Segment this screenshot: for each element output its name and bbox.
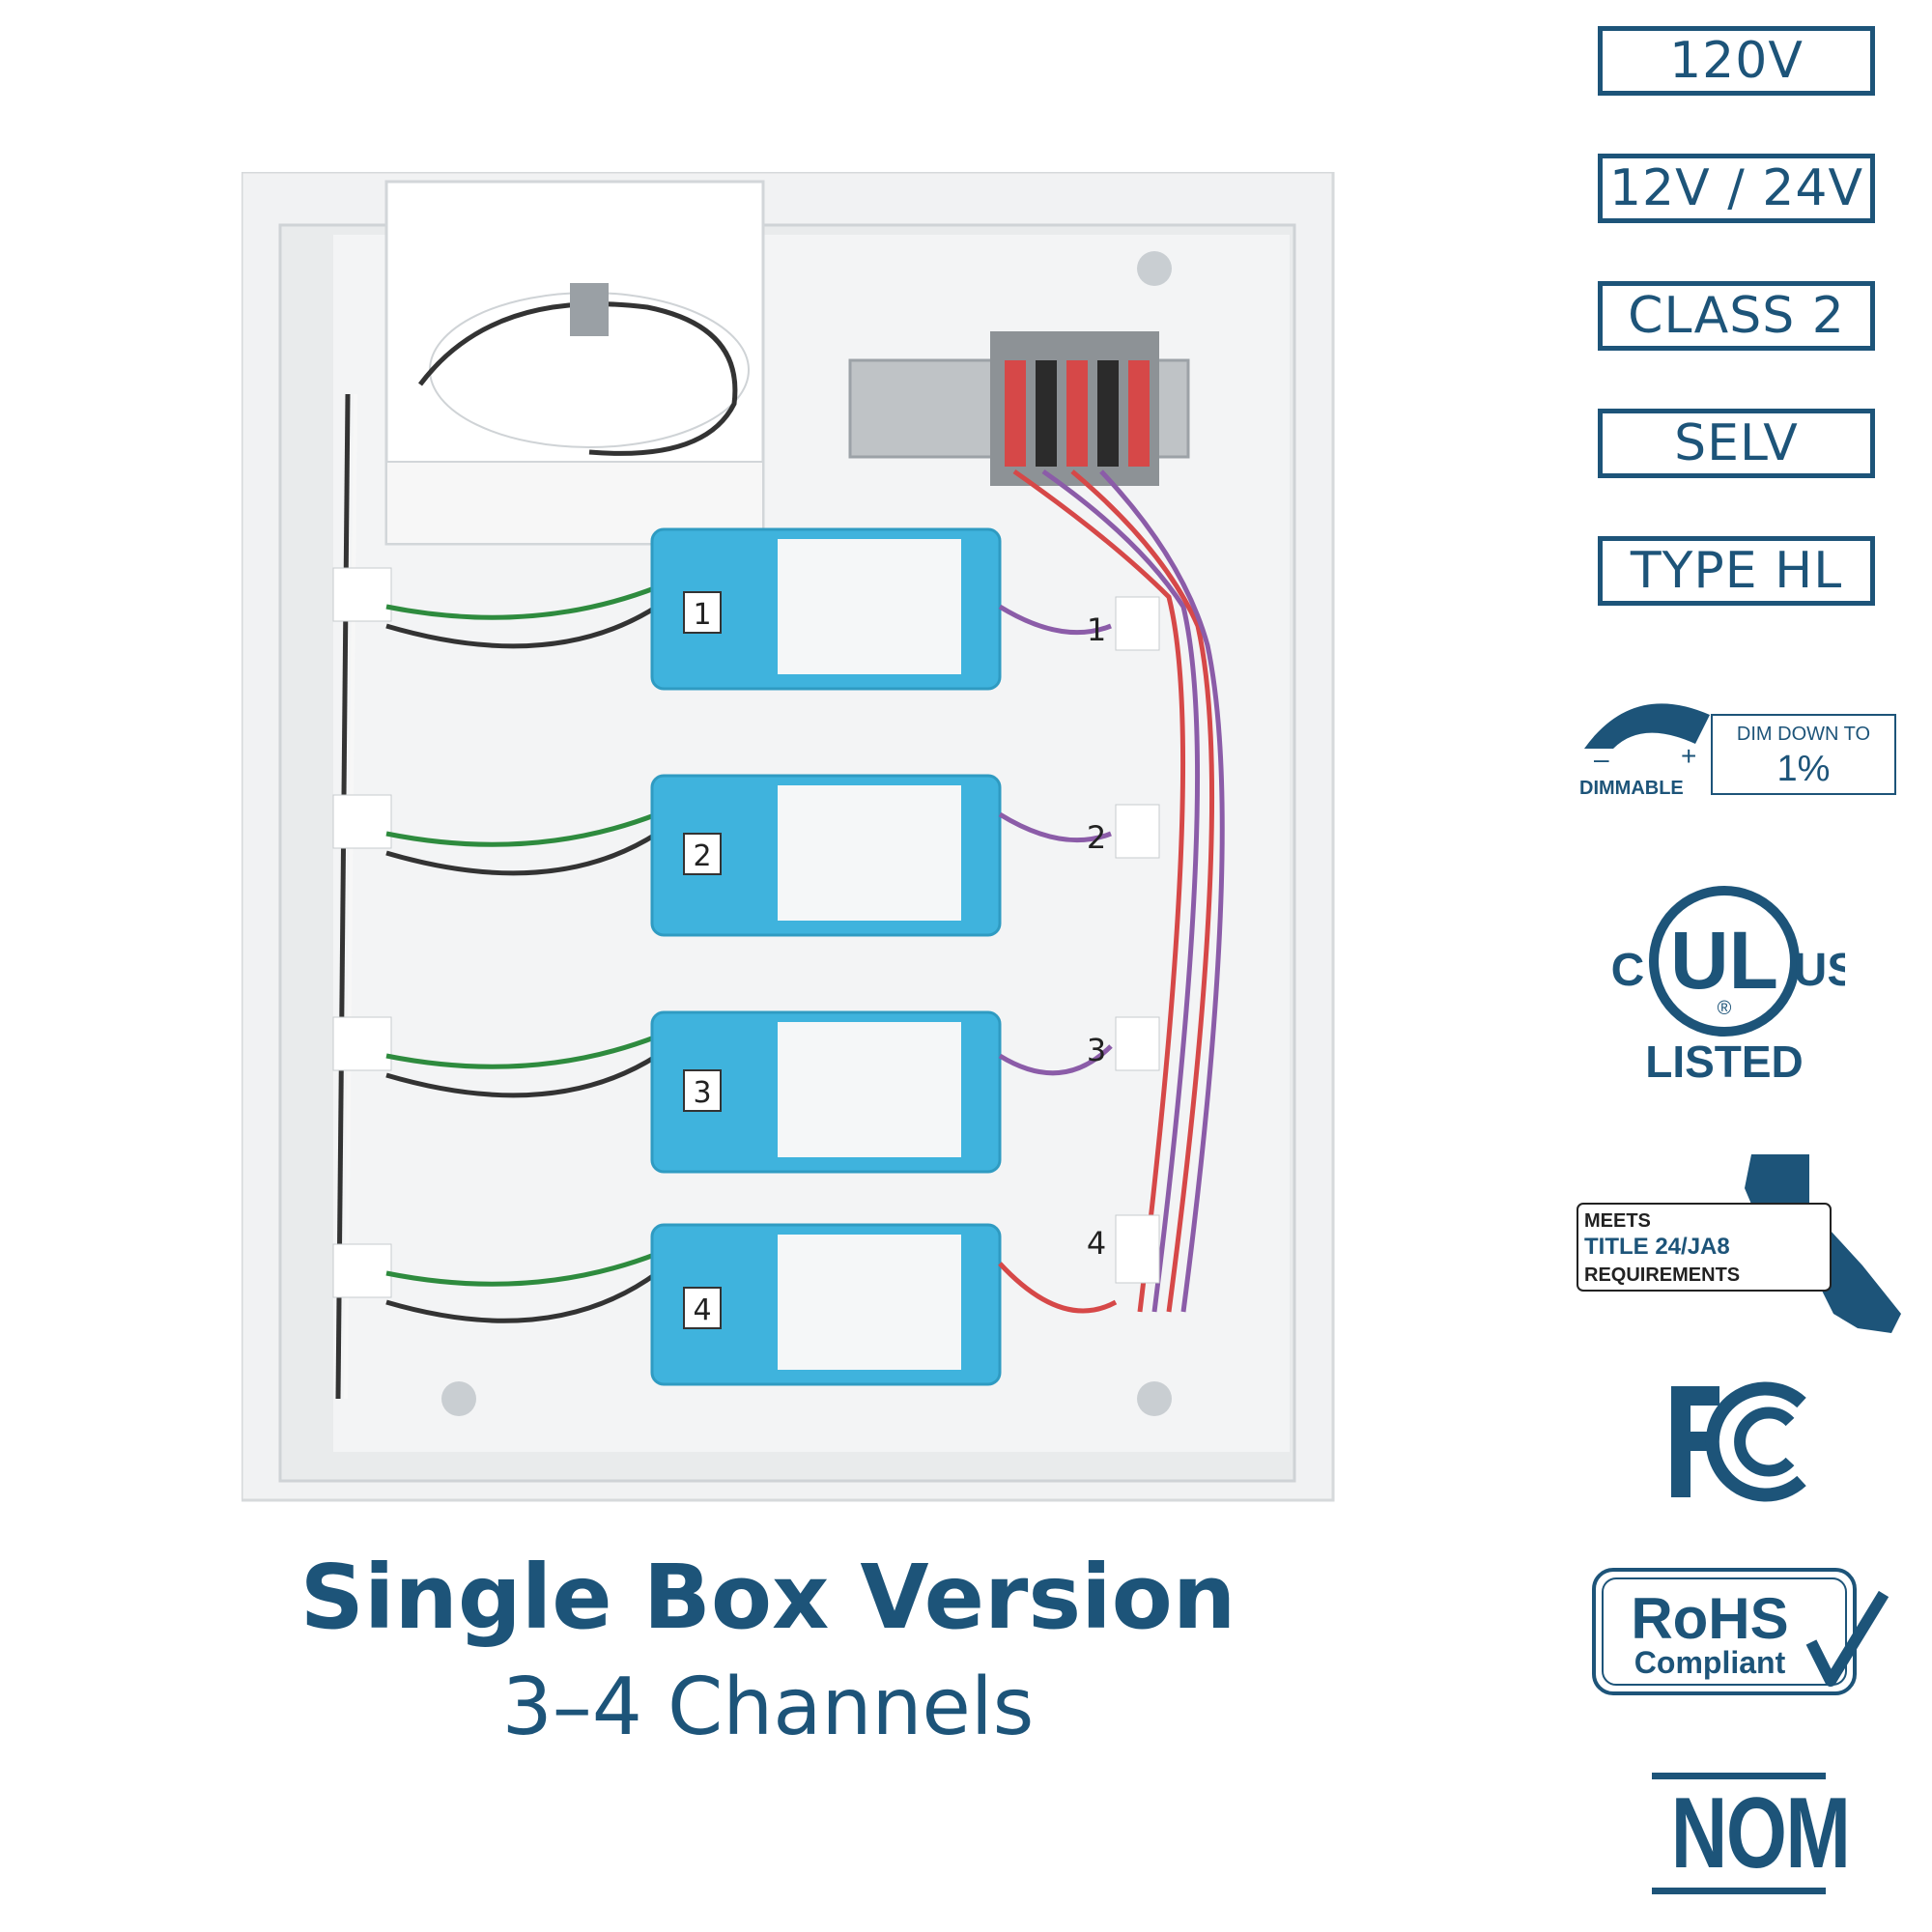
caption-subtitle: 3–4 Channels [501,1662,1035,1753]
input-terminal [332,1243,392,1298]
black-wire [418,301,738,456]
input-terminal [332,1016,392,1071]
rohs-box-inner [1602,1577,1847,1686]
output-wire [1012,469,1186,1313]
title24-line1: MEETS [1584,1210,1651,1232]
title24-line2: TITLE 24/JA8 [1584,1234,1730,1260]
mounting-hole [1137,1381,1172,1416]
ground-screw [570,283,609,336]
dimmable-plus: + [1681,741,1696,771]
ul-letters: UL [1670,915,1778,1006]
output-terminal [1115,596,1160,651]
output-lead [998,1044,1113,1076]
driver-number-box [683,591,722,634]
mounting-hole [1137,251,1172,286]
ul-listed-text: LISTED [1645,1037,1804,1087]
output-terminal [1115,804,1160,859]
driver-label-sticker [778,539,961,674]
driver-row-2: 2 2 [332,774,1160,937]
dimmable-label: DIMMABLE [1579,778,1684,799]
driver-row-4: 4 4 [332,1214,1160,1386]
output-terminal [1115,1214,1160,1284]
input-terminal [332,567,392,622]
ul-c: C [1611,945,1645,996]
spec-badge-selv: SELV [1598,409,1875,478]
nom-logo: NOM [1652,1773,1851,1894]
output-terminal [1115,1016,1160,1071]
checkmark-icon [1805,1590,1889,1687]
spec-badge-type-hl: TYPE HL [1598,536,1875,606]
driver-number: 2 [693,839,711,873]
spec-badge-120v: 120V [1598,26,1875,96]
line-wire [344,393,357,1400]
input-wire-green [385,811,658,847]
ul-us: US [1794,945,1845,996]
input-wire-black [385,1270,659,1323]
driver-number-box [683,1069,722,1112]
rohs-title: RoHS [1631,1586,1788,1651]
nom-top-bar [1652,1773,1826,1779]
output-wire [1099,469,1225,1313]
spec-badge-class-2: CLASS 2 [1598,281,1875,351]
title24-line3: REQUIREMENTS [1584,1264,1740,1286]
title24-badge: MEETS TITLE 24/JA8 REQUIREMENTS [1577,1154,1901,1333]
fcc-c-inner [1734,1406,1795,1477]
enclosure-photo: 1 1 2 2 3 3 4 4 [242,172,1335,1502]
dim-down-text: DIM DOWN TO [1737,724,1870,745]
input-wire-green [385,1034,658,1069]
nom-text: NOM [1670,1777,1851,1889]
terminal-number: 4 [1087,1225,1106,1262]
fcc-text: FC [1739,1496,1741,1498]
spec-badge-12v-24v: 12V / 24V [1598,154,1875,223]
rohs-logo: RoHS Compliant [1592,1568,1889,1695]
fcc-c-outer [1705,1381,1806,1502]
driver-number: 3 [693,1076,711,1110]
output-wire [1041,469,1201,1313]
input-wire-black [385,604,659,649]
input-wire-green [385,1251,658,1287]
dimmable-minus: – [1594,744,1609,774]
driver-number-box [683,1287,722,1329]
nom-bottom-bar [1652,1888,1826,1894]
driver-row-3: 3 3 [332,1010,1160,1174]
driver-label-sticker [778,785,961,921]
driver-number: 4 [693,1293,711,1327]
ul-registered: ® [1718,998,1732,1019]
caption-title: Single Box Version [299,1546,1236,1649]
fcc-f-shape [1671,1386,1719,1497]
terminal-number: 3 [1087,1032,1106,1068]
output-wire [1070,469,1215,1313]
output-lead [998,1262,1118,1314]
ul-circle [1649,886,1800,1037]
mounting-hole [441,1381,476,1416]
input-wire-green [385,584,658,620]
dimmable-icon: – + DIMMABLE DIM DOWN TO 1% [1579,703,1896,799]
dim-box [1711,714,1896,795]
driver-row-1: 1 1 [332,527,1160,691]
driver-label-sticker [778,1022,961,1157]
driver-number-box [683,833,722,875]
input-wire-black [385,831,659,876]
rohs-compliant: Compliant [1634,1645,1786,1680]
terminal-number: 1 [1087,611,1106,648]
driver-label-sticker [778,1235,961,1370]
terminal-block-red [1005,360,1150,467]
driver-number: 1 [693,598,711,632]
input-wire-black [385,1053,659,1098]
dim-value: 1% [1777,749,1831,789]
ul-listed-logo: UL ® C US LISTED [1611,886,1845,1087]
dimmable-arc [1584,703,1710,749]
output-lead [998,604,1112,636]
fcc-logo: FC [1671,1381,1806,1502]
terminal-number: 2 [1087,819,1106,856]
line-wire [335,393,351,1400]
title24-box [1577,1203,1832,1292]
output-lead [998,811,1112,843]
input-terminal [332,794,392,849]
